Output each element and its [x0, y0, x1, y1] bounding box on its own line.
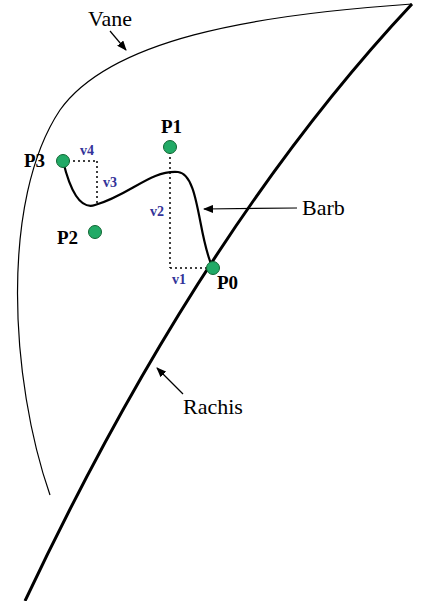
point-label: P0 — [217, 273, 238, 292]
point-label: P3 — [24, 151, 45, 170]
vector-label: v4 — [80, 144, 94, 158]
point-label: P1 — [161, 117, 182, 136]
vector-label: v3 — [103, 176, 117, 190]
control-points — [57, 141, 220, 275]
vector-guides — [63, 147, 213, 268]
vector-label: v2 — [150, 205, 164, 219]
vane-outline — [18, 4, 413, 495]
vector-label: v1 — [172, 273, 186, 287]
rachis-line — [25, 4, 412, 601]
barb-curve — [63, 161, 213, 268]
part-name: Barb — [302, 197, 345, 219]
part-name: Rachis — [183, 396, 243, 418]
part-name: Vane — [88, 8, 132, 30]
point-label: P2 — [57, 228, 78, 247]
leader-lines — [110, 31, 297, 394]
